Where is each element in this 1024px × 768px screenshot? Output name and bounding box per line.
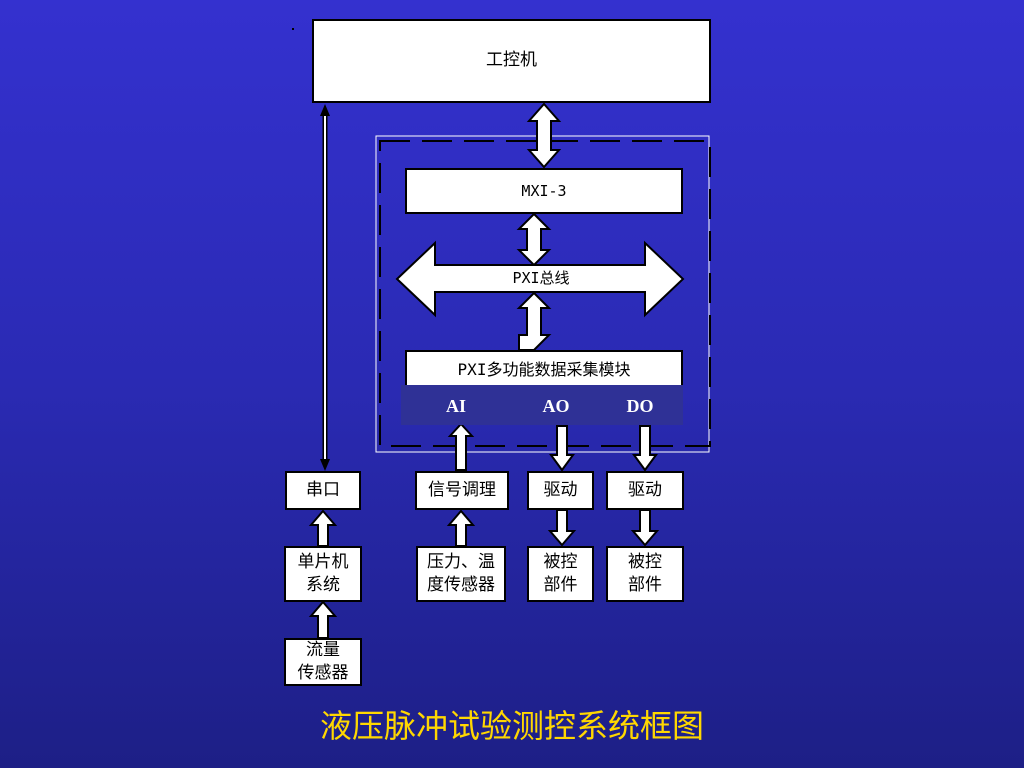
daq-module-label: PXI多功能数据采集模块 (457, 359, 631, 379)
do-controlled-part-label: 被控 部件 (628, 552, 662, 595)
flow-mcu-arrow (308, 600, 338, 639)
serial-arrow-up (320, 104, 330, 116)
ao-drive-label: 驱动 (543, 480, 578, 500)
mcu-system-label: 单片机 系统 (297, 552, 349, 595)
industrial-pc-label: 工控机 (486, 50, 537, 70)
mcu-serial-arrow (308, 509, 338, 547)
diagram-caption: 液压脉冲试验测控系统框图 (319, 707, 704, 745)
port-ai-label: AI (445, 396, 466, 416)
ao-drive-box: 驱动 (527, 471, 594, 510)
do-drive-box: 驱动 (606, 471, 684, 510)
pressure-temp-sensor-box: 压力、温 度传感器 (416, 546, 506, 602)
sensor-conditioning-arrow (446, 509, 476, 547)
ao-drive-part-arrow (547, 509, 577, 547)
do-arrow (632, 425, 658, 472)
ao-controlled-part-label: 被控 部件 (543, 552, 578, 595)
mxi3-box: MXI-3 (405, 168, 683, 214)
ao-arrow (549, 425, 575, 472)
daq-io-strip (401, 385, 683, 425)
chassis-dashed-frame (379, 140, 711, 447)
ao-controlled-part-box: 被控 部件 (527, 546, 594, 602)
flow-sensor-label: 流量 传感器 (297, 640, 349, 683)
bus-daq-double-arrow (516, 291, 552, 351)
mcu-system-box: 单片机 系统 (284, 546, 362, 602)
signal-conditioning-label: 信号调理 (428, 480, 496, 500)
serial-port-label: 串口 (306, 480, 340, 500)
serial-port-box: 串口 (285, 471, 361, 510)
do-drive-part-arrow (630, 509, 660, 547)
do-controlled-part-box: 被控 部件 (606, 546, 684, 602)
mxi3-label: MXI-3 (521, 181, 567, 200)
daq-module-box: PXI多功能数据采集模块 (405, 350, 683, 386)
port-do-label: DO (626, 396, 654, 416)
ai-arrow (447, 422, 475, 471)
flow-sensor-box: 流量 传感器 (284, 638, 362, 686)
stray-dot (292, 28, 294, 30)
mxi-bus-double-arrow (516, 212, 552, 267)
pxi-bus-arrow (395, 240, 685, 318)
signal-conditioning-box: 信号调理 (415, 471, 509, 510)
industrial-pc-box: 工控机 (312, 19, 711, 103)
port-ao-label: AO (542, 396, 570, 416)
pressure-temp-sensor-label: 压力、温 度传感器 (427, 552, 495, 595)
pxi-bus-label: PXI总线 (512, 269, 570, 287)
serial-arrow-down (320, 459, 330, 471)
pc-mxi-double-arrow (526, 102, 562, 169)
do-drive-label: 驱动 (628, 480, 662, 500)
